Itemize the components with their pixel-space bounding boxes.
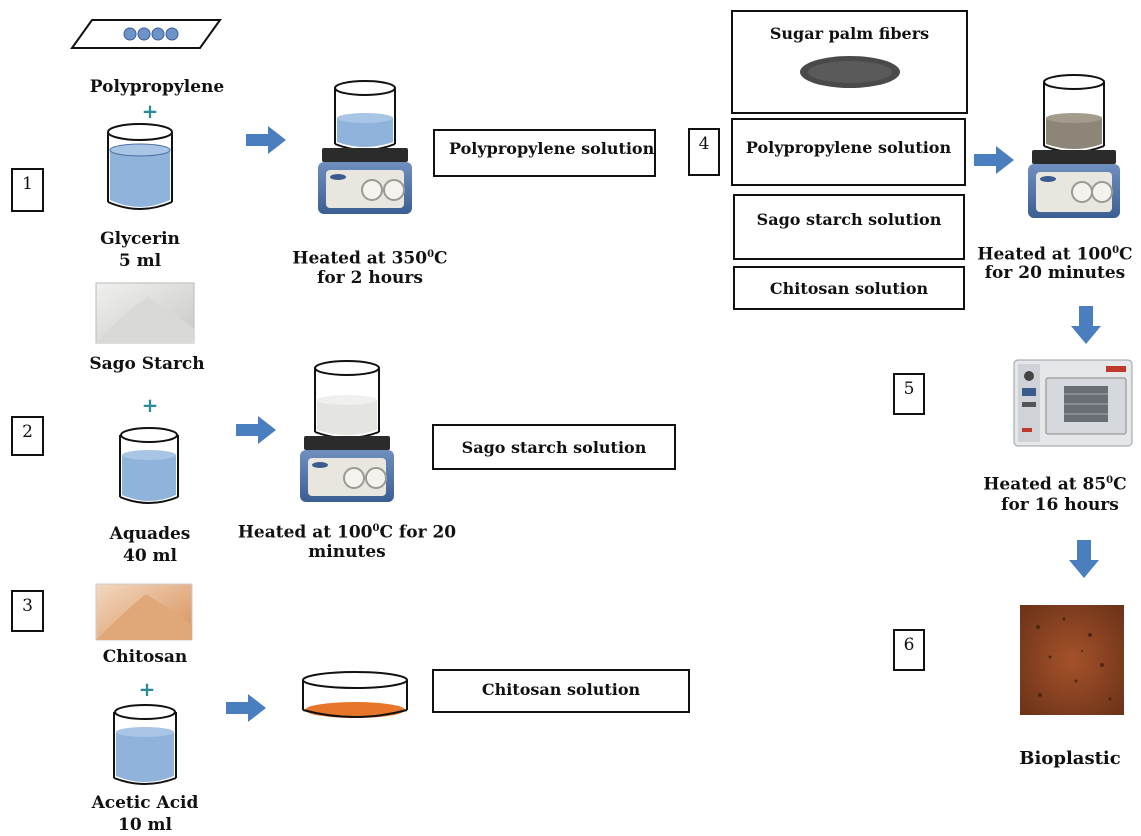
aquades-label: Aquades [109, 524, 191, 544]
step5-heat-duration: for 16 hours [1001, 495, 1119, 515]
sago-starch-solution-box-combined: Sago starch solution [733, 194, 965, 260]
arrow-icon [246, 126, 286, 154]
step-3-marker: 3 [11, 590, 44, 632]
acetic-acid-beaker-icon [113, 704, 177, 785]
aquades-beaker-icon [119, 427, 179, 504]
acetic-acid-amount: 10 ml [117, 815, 173, 835]
step4-heat-condition: Heated at 1000C [977, 244, 1133, 265]
aquades-amount: 40 ml [122, 546, 178, 566]
step1-heat-duration: for 2 hours [317, 268, 423, 288]
plus-sign: + [138, 677, 156, 701]
sago-starch-label: Sago Starch [89, 354, 205, 374]
hot-plate-beaker-icon [300, 360, 394, 502]
acetic-acid-label: Acetic Acid [91, 793, 199, 813]
chitosan-solution-box: Chitosan solution [432, 669, 690, 713]
arrow-icon [974, 146, 1014, 174]
sugar-palm-fiber-icon [799, 56, 900, 88]
glycerin-label: Glycerin [100, 229, 180, 249]
oven-icon [1013, 359, 1133, 447]
step-5-marker: 5 [893, 373, 925, 415]
step4-heat-duration: for 20 minutes [984, 263, 1126, 283]
sago-starch-powder-icon [95, 282, 195, 344]
step1-heat-condition: Heated at 3500C [292, 248, 448, 269]
polypropylene-label: Polypropylene [89, 77, 225, 97]
polypropylene-sheet-icon [70, 19, 222, 49]
chitosan-label: Chitosan [102, 647, 188, 667]
step-4-marker: 4 [688, 128, 720, 176]
polypropylene-solution-box: Polypropylene solution [433, 129, 656, 177]
step-6-marker: 6 [893, 629, 925, 671]
down-arrow-icon [1071, 306, 1101, 344]
plus-sign: + [141, 393, 159, 417]
down-arrow-icon [1069, 540, 1099, 578]
hot-plate-beaker-icon [1028, 74, 1120, 218]
chitosan-solution-box-combined: Chitosan solution [733, 266, 965, 310]
step2-heat-condition: Heated at 1000C for 20 [237, 522, 457, 543]
glycerin-beaker-icon [107, 123, 173, 210]
glycerin-amount: 5 ml [118, 251, 162, 271]
petri-dish-icon [302, 671, 408, 718]
plus-sign: + [141, 99, 159, 123]
chitosan-powder-icon [95, 583, 193, 641]
step2-heat-duration: minutes [308, 542, 386, 562]
step-1-marker: 1 [11, 168, 44, 212]
sugar-palm-fibers-box: Sugar palm fibers [731, 10, 968, 114]
sugar-palm-fibers-label: Sugar palm fibers [769, 24, 930, 43]
arrow-icon [226, 694, 266, 722]
bioplastic-sample-icon [1020, 605, 1124, 715]
step-2-marker: 2 [11, 416, 44, 456]
hot-plate-beaker-icon [318, 80, 412, 214]
sago-starch-solution-box: Sago starch solution [432, 424, 676, 470]
arrow-icon [236, 416, 276, 444]
bioplastic-label: Bioplastic [1019, 748, 1121, 769]
step5-heat-condition: Heated at 850C [983, 474, 1127, 495]
polypropylene-solution-box-combined: Polypropylene solution [731, 118, 966, 186]
